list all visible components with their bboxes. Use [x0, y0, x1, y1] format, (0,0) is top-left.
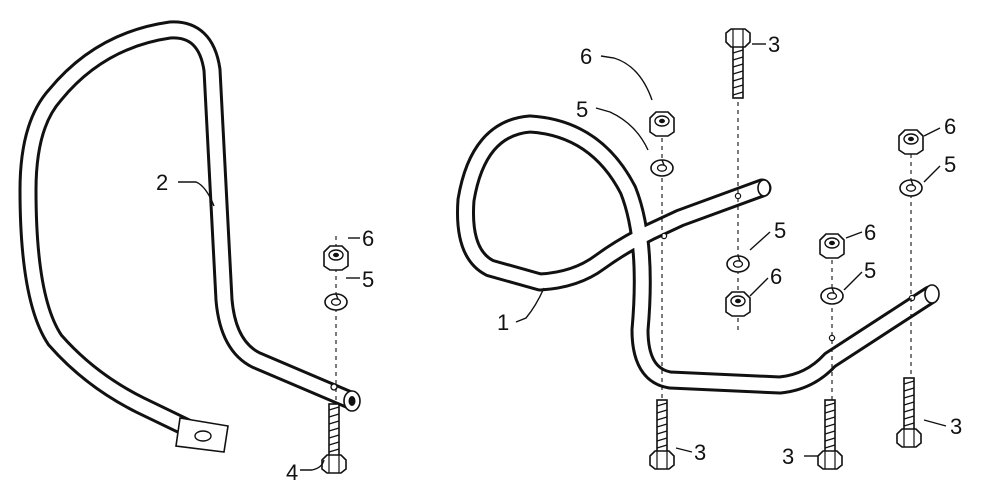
callout-bolt-4: 4: [286, 460, 298, 485]
callout-nut-b: 6: [770, 264, 782, 289]
bolt-c: [817, 399, 843, 470]
callout-bolt-c: 3: [782, 444, 794, 469]
nut-c: [819, 233, 845, 259]
callout-nut-a: 6: [580, 44, 592, 69]
callout-nut-c: 6: [864, 220, 876, 245]
callout-washer-d: 5: [944, 152, 956, 177]
callout-washer-b: 5: [774, 218, 786, 243]
callout-frame-1: 1: [497, 310, 509, 335]
washer-a: [650, 159, 674, 177]
frame-1: [456, 114, 940, 395]
washer-c: [820, 287, 844, 305]
nut-b: [725, 291, 751, 317]
callout-nut-d: 6: [944, 114, 956, 139]
leader-lines: [178, 43, 947, 471]
bolt-4: [321, 403, 347, 474]
bolt-d: [896, 377, 922, 448]
nut-left: [323, 245, 349, 271]
washer-b: [726, 255, 750, 273]
callout-frame-2: 2: [156, 170, 168, 195]
washer-d: [899, 179, 923, 197]
callout-bolt-b: 3: [768, 32, 780, 57]
callout-bolt-d: 3: [950, 414, 962, 439]
nut-d: [898, 129, 924, 155]
bolt-a: [649, 399, 675, 470]
washer-left: [324, 293, 348, 311]
callout-washer-a: 5: [576, 97, 588, 122]
callout-nut-left: 6: [362, 226, 374, 251]
frame-2: [18, 20, 361, 453]
bolt-b: [725, 28, 751, 99]
nut-a: [649, 111, 675, 137]
callout-washer-left: 5: [362, 267, 374, 292]
callout-bolt-a: 3: [694, 440, 706, 465]
callout-washer-c: 5: [864, 258, 876, 283]
